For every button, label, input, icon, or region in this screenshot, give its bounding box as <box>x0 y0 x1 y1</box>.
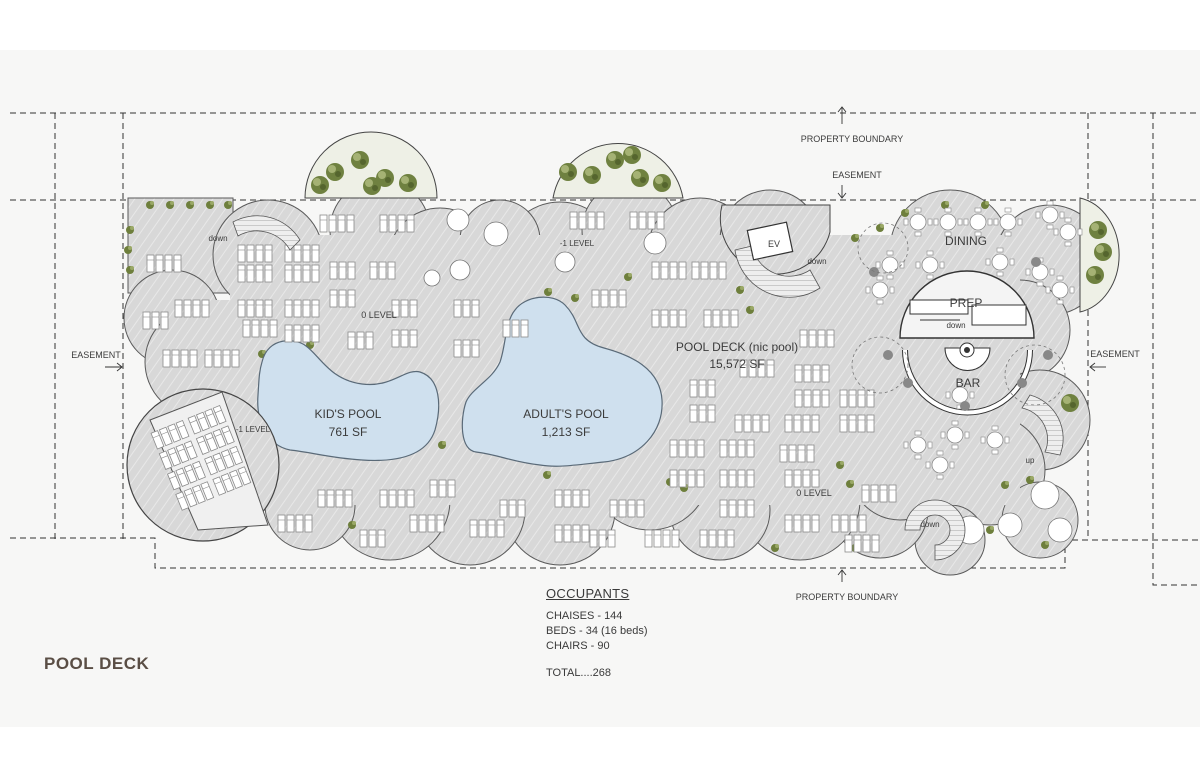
ev-label: EV <box>768 239 780 249</box>
occupants-total: TOTAL....268 <box>546 667 612 679</box>
occupants-block: OCCUPANTS CHAISES - 144 BEDS - 34 (16 be… <box>546 586 648 681</box>
level-minus1-top-label: -1 LEVEL <box>560 239 595 248</box>
up-right-label: up <box>1026 456 1035 465</box>
property-boundary-top-label: PROPERTY BOUNDARY <box>801 134 904 144</box>
adult-pool-area: 1,213 SF <box>542 425 591 439</box>
level-minus1-left-label: -1 LEVEL <box>236 425 271 434</box>
level-0-left-label: 0 LEVEL <box>361 310 397 320</box>
easement-top-label: EASEMENT <box>832 170 882 180</box>
down-ev-label: down <box>807 257 826 266</box>
down-left-label: down <box>208 234 227 243</box>
label-arrows <box>105 106 1106 582</box>
kids-pool-name: KID'S POOL <box>315 407 382 421</box>
dining-tables <box>851 200 1083 480</box>
prep-bar <box>899 270 1035 416</box>
occupants-line: CHAISES - 144 <box>546 610 623 622</box>
elevator-stair <box>232 204 1064 561</box>
prep-label: PREP <box>950 296 983 310</box>
easement-left-label: EASEMENT <box>71 350 121 360</box>
adult-pool-name: ADULT'S POOL <box>523 407 609 421</box>
down-bottom-label: down <box>920 520 939 529</box>
occupants-heading: OCCUPANTS <box>546 586 630 601</box>
occupants-line: BEDS - 34 (16 beds) <box>546 625 648 637</box>
property-boundary-bottom-label: PROPERTY BOUNDARY <box>796 592 899 602</box>
bar-label: BAR <box>956 376 981 390</box>
lower-level-left <box>126 388 280 542</box>
occupants-line: CHAIRS - 90 <box>546 640 610 652</box>
kids-pool-area: 761 SF <box>329 425 368 439</box>
page-title: POOL DECK <box>44 654 150 673</box>
level-0-right-label: 0 LEVEL <box>796 488 832 498</box>
easement-right-label: EASEMENT <box>1090 349 1140 359</box>
deck-name: POOL DECK (nic pool) <box>676 340 798 354</box>
deck-area: 15,572 SF <box>709 357 764 371</box>
adult-pool <box>461 296 663 467</box>
dining-label: DINING <box>945 234 987 248</box>
down-prep-label: down <box>946 321 965 330</box>
